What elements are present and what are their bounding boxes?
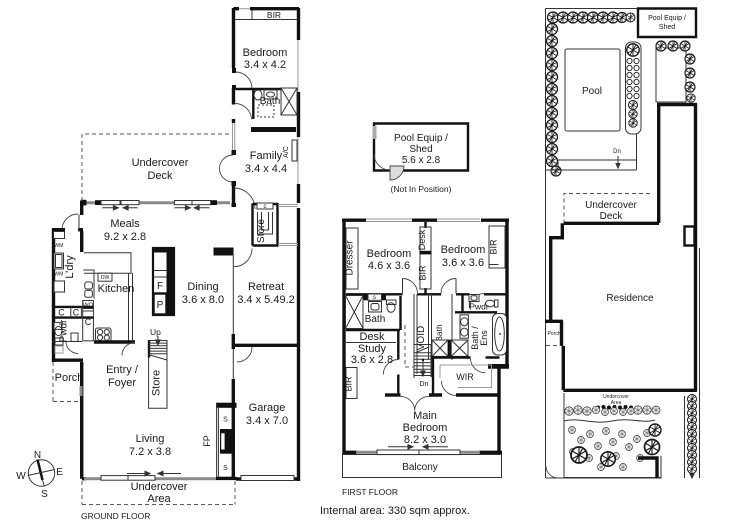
svg-text:3.6 x 2.8: 3.6 x 2.8 [351, 354, 393, 366]
svg-text:C: C [73, 308, 80, 318]
svg-text:Bedroom: Bedroom [441, 244, 486, 256]
svg-text:Retreat: Retreat [248, 281, 284, 293]
svg-text:Kitchen: Kitchen [98, 283, 135, 295]
svg-text:Bedroom: Bedroom [243, 47, 288, 59]
svg-text:Internal area: 330 sqm approx.: Internal area: 330 sqm approx. [320, 505, 470, 517]
svg-text:Shed: Shed [659, 24, 675, 31]
svg-text:Area: Area [611, 400, 622, 406]
svg-text:Study: Study [358, 343, 387, 355]
svg-text:3.4 x 5.49.2: 3.4 x 5.49.2 [237, 294, 295, 306]
svg-text:Dn: Dn [613, 149, 621, 155]
svg-text:Undercover: Undercover [131, 481, 188, 493]
svg-text:Pool Equip /: Pool Equip / [394, 133, 448, 144]
svg-text:3.4 x 7.0: 3.4 x 7.0 [246, 415, 288, 427]
svg-text:Porch: Porch [547, 331, 560, 337]
svg-text:(Not In Position): (Not In Position) [391, 184, 452, 194]
svg-text:c: c [264, 204, 267, 210]
svg-text:S: S [41, 489, 48, 500]
svg-text:WO: WO [83, 303, 94, 309]
svg-text:Ens: Ens [479, 330, 489, 346]
svg-text:4.6 x 3.6: 4.6 x 3.6 [368, 260, 410, 272]
svg-text:Desk: Desk [359, 331, 385, 343]
svg-text:Balcony: Balcony [402, 462, 438, 473]
svg-text:Living: Living [136, 433, 165, 445]
svg-text:F: F [157, 281, 163, 292]
svg-text:8.2 x 3.0: 8.2 x 3.0 [404, 434, 446, 446]
svg-text:Dn: Dn [420, 381, 429, 388]
svg-text:Pwdr: Pwdr [59, 319, 70, 342]
svg-text:Undercover: Undercover [132, 157, 189, 169]
svg-text:Bedroom: Bedroom [403, 422, 448, 434]
svg-text:P: P [157, 300, 164, 311]
svg-text:FIRST FLOOR: FIRST FLOOR [342, 487, 398, 497]
svg-text:Bath: Bath [434, 324, 444, 342]
svg-text:Area: Area [147, 493, 171, 505]
svg-text:Deck: Deck [600, 211, 624, 222]
svg-text:3.6 x 3.6: 3.6 x 3.6 [442, 257, 484, 269]
svg-text:Bath /: Bath / [470, 326, 480, 350]
svg-text:Dining: Dining [187, 281, 218, 293]
svg-text:S: S [223, 417, 228, 424]
svg-text:W: W [16, 471, 26, 482]
svg-text:Store: Store [151, 370, 163, 396]
svg-text:VOID: VOID [416, 326, 427, 350]
svg-text:3.6 x 8.0: 3.6 x 8.0 [182, 294, 224, 306]
svg-text:L’dry: L’dry [64, 255, 76, 279]
svg-text:N: N [34, 450, 41, 461]
svg-text:BIR: BIR [418, 265, 428, 281]
svg-text:WIR: WIR [456, 372, 474, 382]
svg-text:3.4 x 4.4: 3.4 x 4.4 [245, 163, 287, 175]
svg-text:Shed: Shed [409, 144, 432, 155]
svg-text:Store: Store [256, 219, 267, 243]
svg-text:Up: Up [150, 327, 161, 337]
svg-text:Porch: Porch [55, 372, 84, 384]
svg-text:E: E [56, 467, 63, 478]
svg-text:GROUND FLOOR: GROUND FLOOR [81, 511, 150, 521]
svg-text:Main: Main [413, 410, 437, 422]
svg-text:Pwdr: Pwdr [469, 302, 489, 312]
svg-text:Undercover: Undercover [603, 394, 629, 400]
svg-text:Foyer: Foyer [108, 377, 136, 389]
svg-text:Meals: Meals [110, 218, 140, 230]
svg-text:Undercover: Undercover [585, 200, 637, 211]
svg-text:Residence: Residence [606, 293, 654, 304]
svg-text:9.2 x 2.8: 9.2 x 2.8 [104, 231, 146, 243]
svg-text:7.2 x 3.8: 7.2 x 3.8 [129, 446, 171, 458]
svg-text:Deck: Deck [147, 170, 173, 182]
svg-text:A/C: A/C [283, 146, 290, 158]
svg-text:BIR: BIR [344, 376, 354, 392]
svg-text:WM: WM [54, 243, 63, 249]
svg-text:Garage: Garage [249, 402, 286, 414]
svg-text:Entry /: Entry / [106, 364, 139, 376]
svg-text:Bedroom: Bedroom [367, 248, 412, 260]
svg-text:5.6 x 2.8: 5.6 x 2.8 [402, 155, 441, 166]
svg-text:FP: FP [202, 435, 212, 447]
svg-text:BIR: BIR [267, 10, 281, 20]
svg-text:C: C [85, 317, 92, 327]
svg-text:s: s [373, 295, 376, 301]
svg-text:Pool: Pool [582, 86, 602, 97]
svg-text:DW: DW [101, 275, 110, 281]
svg-text:C: C [58, 308, 65, 318]
svg-text:Pool Equip /: Pool Equip / [648, 15, 686, 22]
svg-text:BIR: BIR [489, 239, 499, 255]
svg-text:WM: WM [54, 272, 63, 278]
svg-text:Dresser: Dresser [345, 240, 356, 276]
svg-text:Family: Family [250, 150, 283, 162]
svg-text:S: S [223, 465, 228, 472]
svg-text:Desk: Desk [417, 229, 427, 250]
svg-text:3.4 x 4.2: 3.4 x 4.2 [244, 59, 286, 71]
svg-text:Bath: Bath [260, 96, 281, 107]
svg-text:Bath: Bath [365, 314, 386, 325]
